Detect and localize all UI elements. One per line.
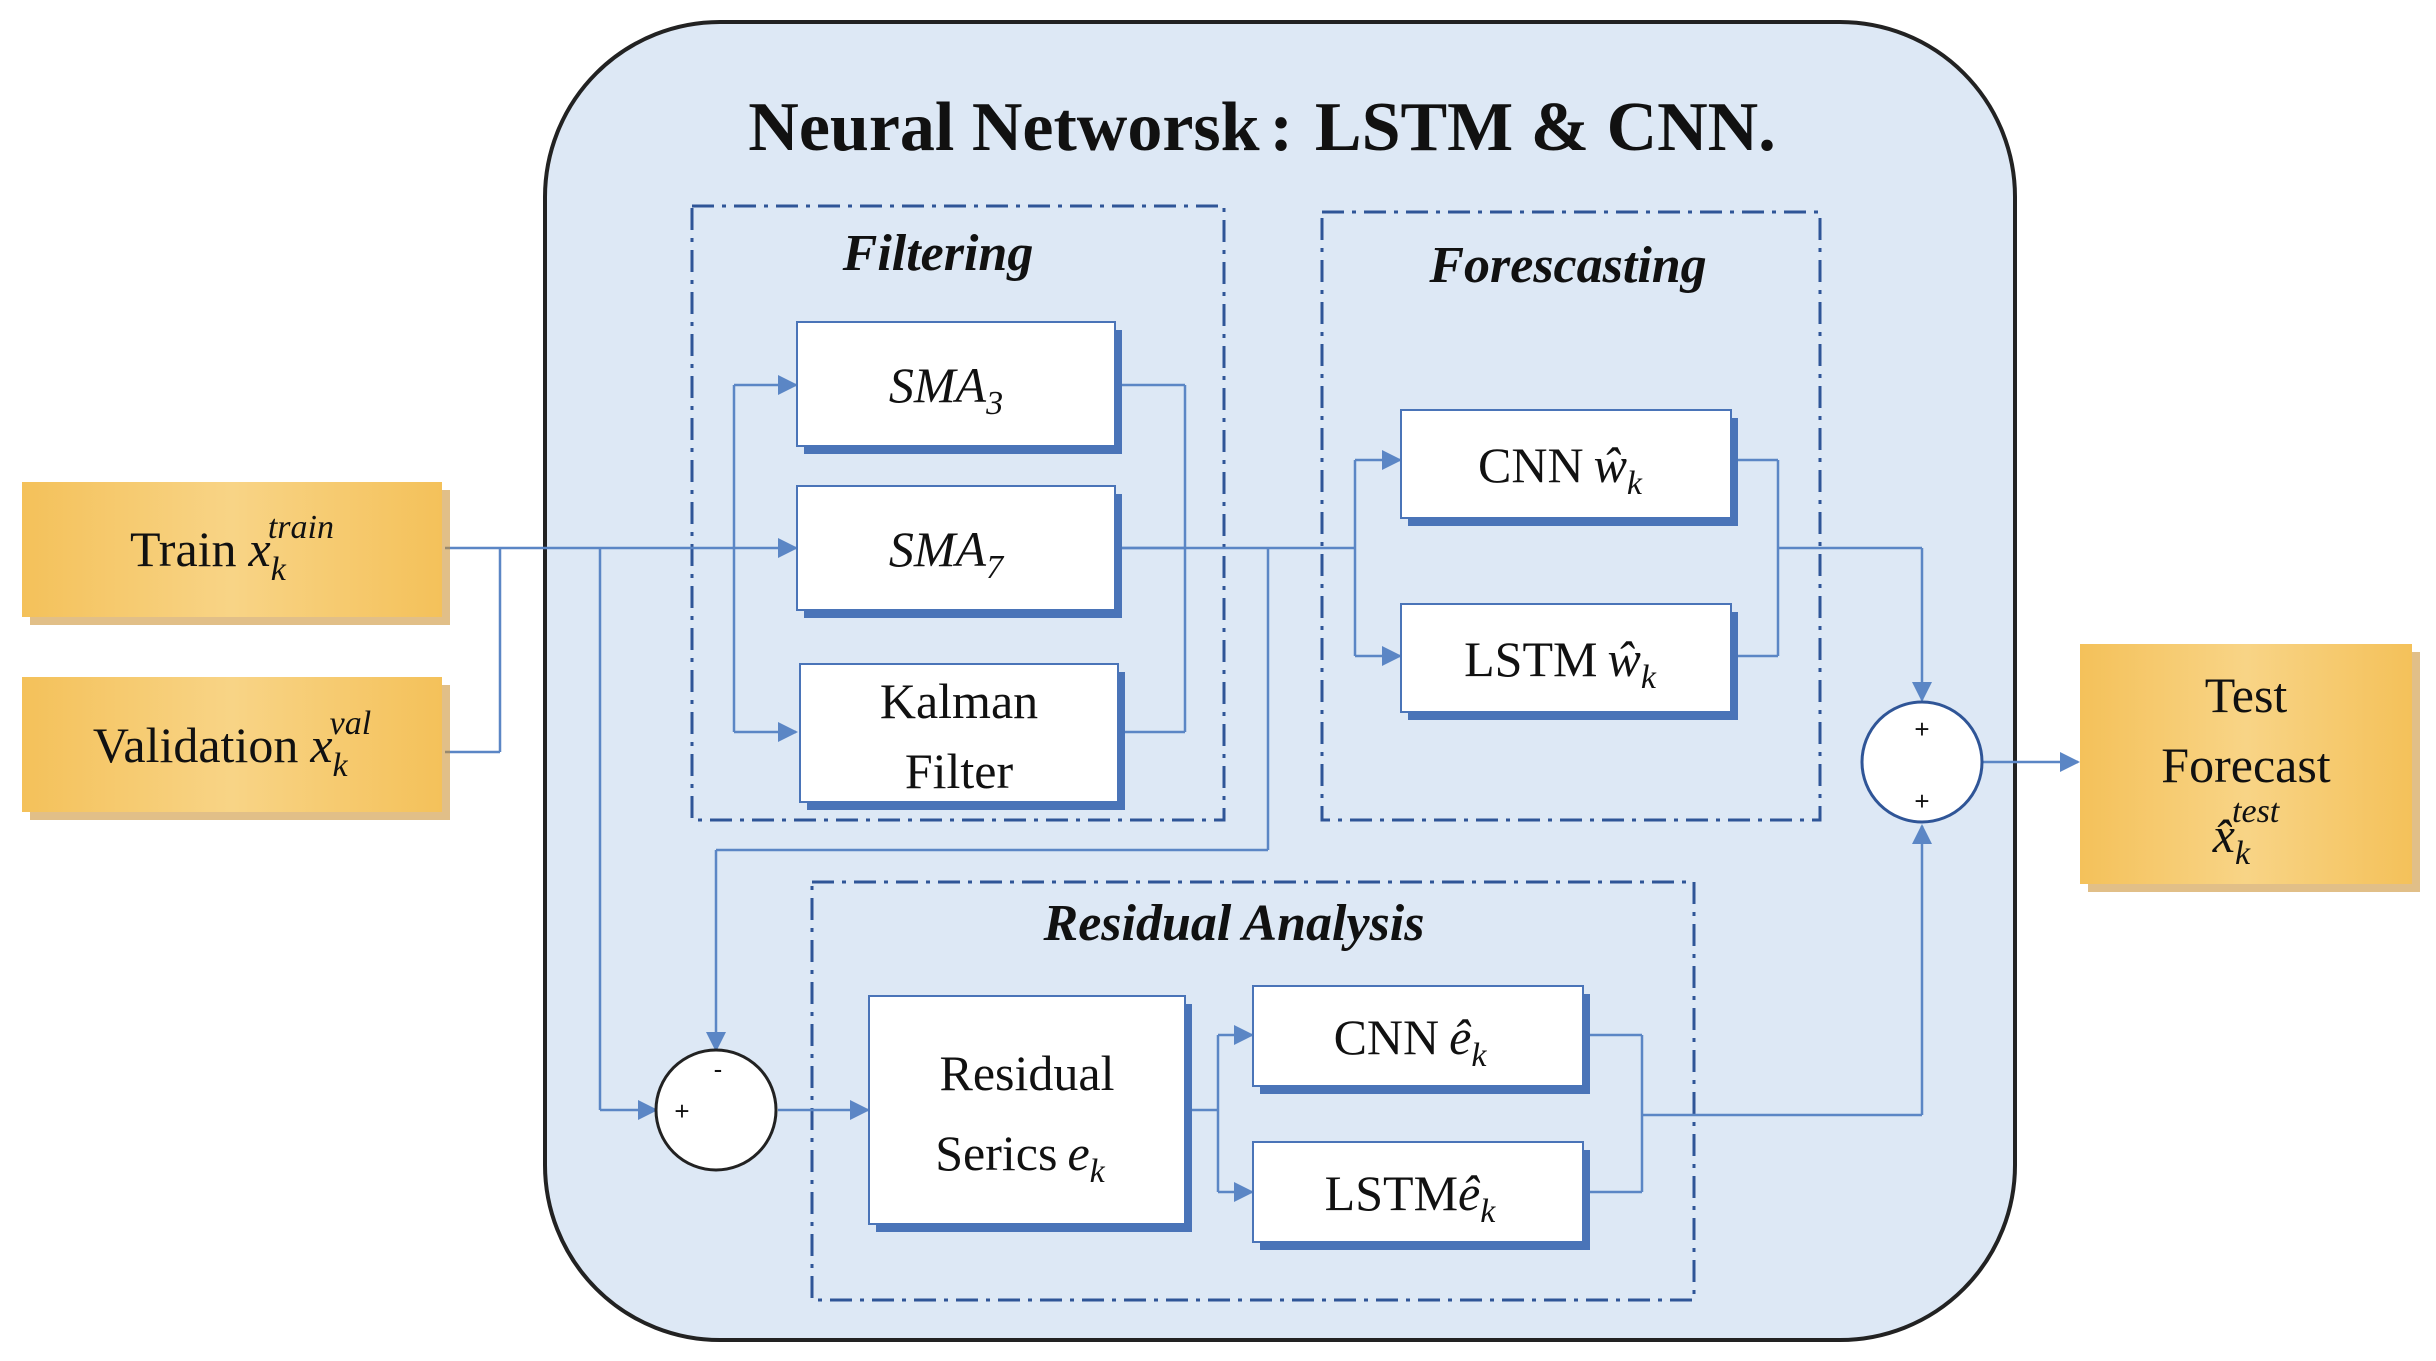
output-sum-top-sign: +: [1914, 714, 1929, 744]
output-variable: x̂ktest: [2212, 793, 2281, 872]
output-line1: Test: [2205, 667, 2288, 723]
residual-analysis-group: [810, 880, 1696, 1302]
kalman-filter-line1: Kalman: [880, 673, 1038, 729]
filtering-group: [690, 204, 1226, 822]
kalman-filter-box: Kalman Filter: [799, 663, 1125, 810]
difference-minus-sign: -: [714, 1054, 723, 1084]
sma7-box: SMA7: [796, 485, 1122, 618]
difference-plus-sign: +: [674, 1096, 689, 1126]
diagram-title: Neural Networsk:LSTM & CNN.: [748, 89, 1775, 166]
residual-series-line1: Residual: [940, 1045, 1115, 1101]
lstm-residual-box: LSTMêk: [1252, 1141, 1590, 1250]
sma7-label: SMA7: [889, 521, 1005, 586]
kalman-filter-line2: Filter: [905, 743, 1014, 799]
test-forecast-output-box: Test Forecast x̂ktest: [2080, 644, 2420, 892]
lstm-residual-label: LSTMêk: [1325, 1165, 1497, 1230]
output-sum-bottom-sign: +: [1914, 786, 1929, 816]
connections: [445, 375, 2080, 1202]
residual-analysis-label: Residual Analysis: [1043, 895, 1425, 952]
output-line2: Forecast: [2161, 737, 2330, 793]
filtering-label: Filtering: [842, 225, 1034, 282]
difference-junction: - +: [654, 1048, 778, 1172]
sma3-box: SMA3: [796, 321, 1122, 454]
sma3-label: SMA3: [889, 357, 1003, 422]
output-sum-junction: + +: [1860, 700, 1984, 824]
forecasting-label: Forescasting: [1428, 237, 1706, 294]
forecasting-group: [1320, 210, 1822, 822]
